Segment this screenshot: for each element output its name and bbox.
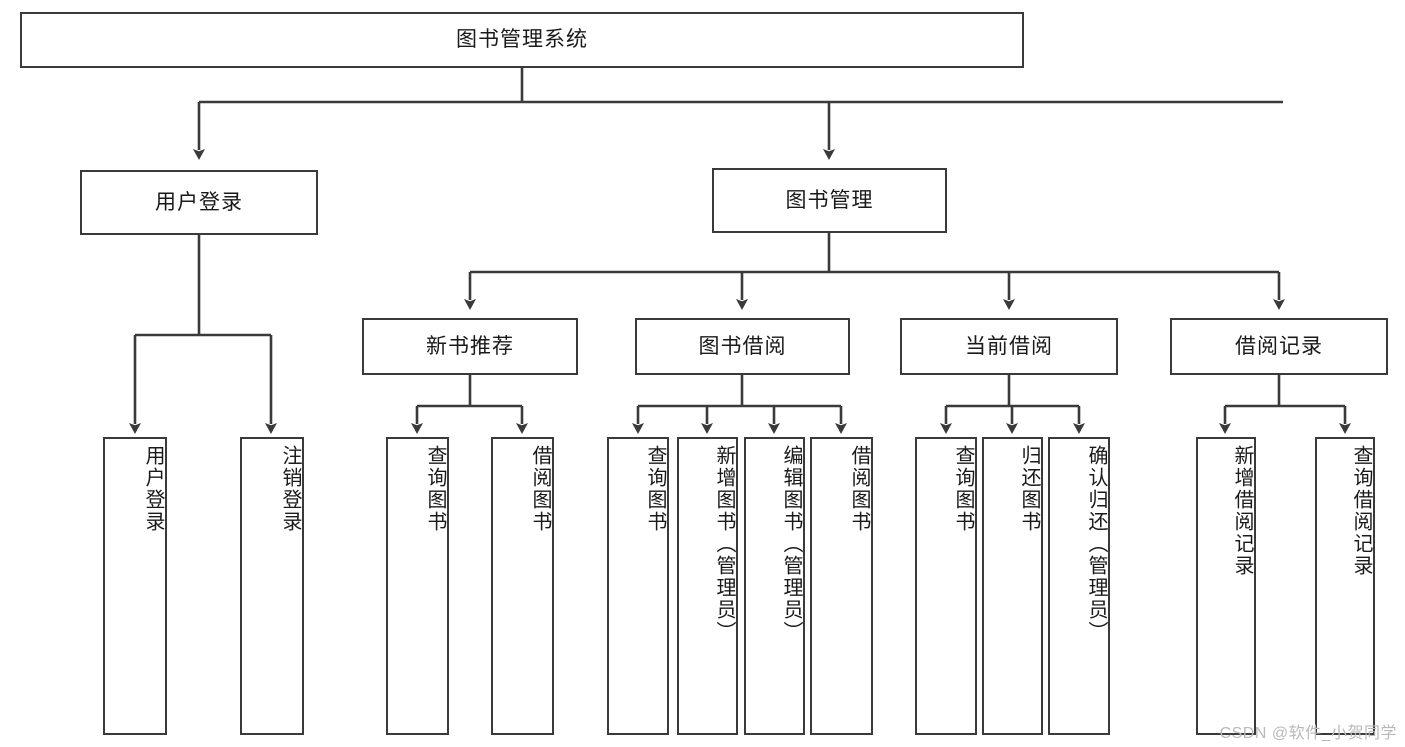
node-new-book-recommend-label: 新书推荐 <box>426 334 514 358</box>
leaf-logout[interactable]: 注销登录 <box>240 437 304 735</box>
node-root-label: 图书管理系统 <box>456 28 588 52</box>
node-book-manage[interactable]: 图书管理 <box>712 168 947 233</box>
node-root[interactable]: 图书管理系统 <box>20 12 1024 68</box>
leaf-query-borrow-record-label: 查询借阅记录 <box>1350 445 1372 577</box>
node-book-borrow[interactable]: 图书借阅 <box>635 318 850 375</box>
leaf-confirm-return-admin[interactable]: 确认归还（管理员） <box>1048 437 1110 735</box>
node-user-login[interactable]: 用户登录 <box>80 170 318 235</box>
leaf-borrow-book-borrow[interactable]: 借阅图书 <box>810 437 873 735</box>
leaf-edit-book-admin[interactable]: 编辑图书（管理员） <box>744 437 805 735</box>
leaf-add-book-admin-label: 新增图书（管理员） <box>713 445 735 643</box>
node-user-login-label: 用户登录 <box>155 190 243 214</box>
leaf-return-book-label: 归还图书 <box>1018 445 1040 533</box>
leaf-query-book-borrow[interactable]: 查询图书 <box>607 437 669 735</box>
leaf-add-borrow-record-label: 新增借阅记录 <box>1231 445 1253 577</box>
leaf-return-book[interactable]: 归还图书 <box>982 437 1043 735</box>
leaf-query-book-current-label: 查询图书 <box>952 445 974 533</box>
leaf-borrow-book-borrow-label: 借阅图书 <box>848 445 870 533</box>
node-borrow-record[interactable]: 借阅记录 <box>1170 318 1388 375</box>
leaf-query-book-current[interactable]: 查询图书 <box>915 437 977 735</box>
leaf-add-borrow-record[interactable]: 新增借阅记录 <box>1196 437 1256 735</box>
watermark: CSDN @软件_小贺同学 <box>1219 725 1397 742</box>
leaf-query-book-new-label: 查询图书 <box>424 445 446 533</box>
node-current-borrow-label: 当前借阅 <box>965 334 1053 358</box>
node-current-borrow[interactable]: 当前借阅 <box>900 318 1118 375</box>
leaf-query-book-new[interactable]: 查询图书 <box>386 437 449 735</box>
leaf-edit-book-admin-label: 编辑图书（管理员） <box>780 445 802 643</box>
leaf-add-book-admin[interactable]: 新增图书（管理员） <box>677 437 738 735</box>
leaf-user-login-label: 用户登录 <box>142 445 164 533</box>
leaf-query-book-borrow-label: 查询图书 <box>644 445 666 533</box>
leaf-logout-label: 注销登录 <box>279 445 301 533</box>
leaf-user-login[interactable]: 用户登录 <box>103 437 167 735</box>
leaf-confirm-return-admin-label: 确认归还（管理员） <box>1085 445 1107 643</box>
leaf-query-borrow-record[interactable]: 查询借阅记录 <box>1315 437 1375 735</box>
node-new-book-recommend[interactable]: 新书推荐 <box>362 318 578 375</box>
node-book-borrow-label: 图书借阅 <box>698 334 787 358</box>
node-borrow-record-label: 借阅记录 <box>1235 334 1323 358</box>
node-book-manage-label: 图书管理 <box>785 188 874 212</box>
leaf-borrow-book-new[interactable]: 借阅图书 <box>491 437 554 735</box>
leaf-borrow-book-new-label: 借阅图书 <box>529 445 551 533</box>
